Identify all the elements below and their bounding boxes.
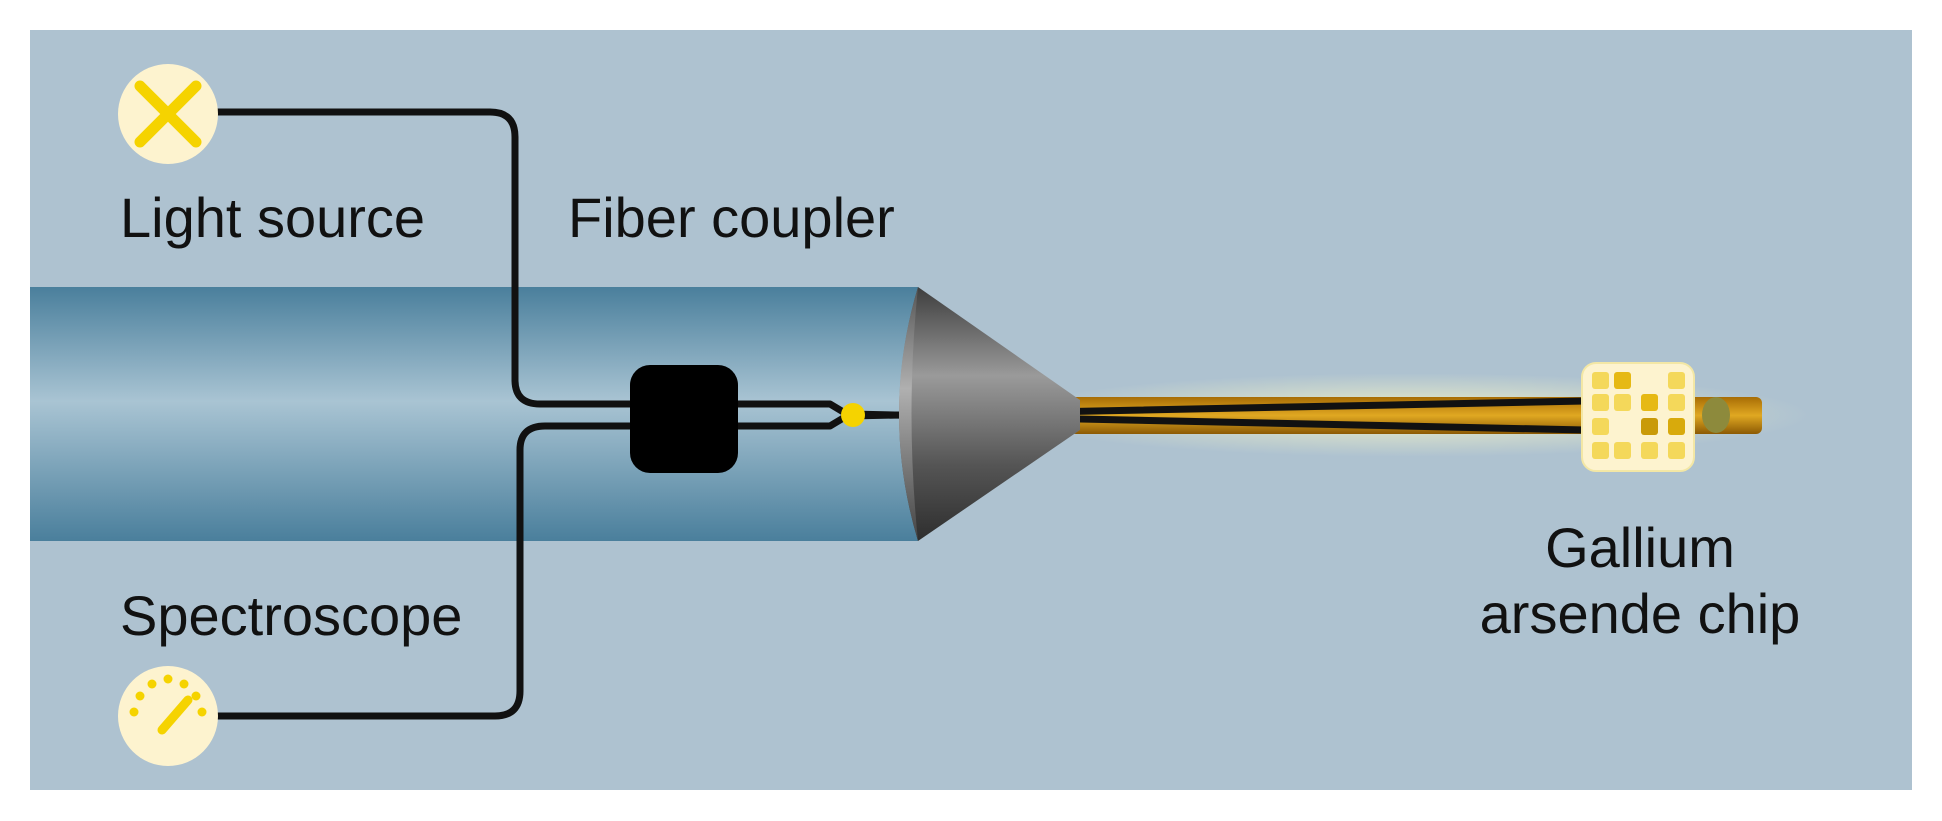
chip-label-line1: Gallium (1545, 516, 1735, 579)
spectroscope-label: Spectroscope (120, 584, 463, 647)
light-source-icon (118, 64, 218, 164)
fiber-coupler-label: Fiber coupler (568, 186, 895, 249)
fiber-coupler-block (630, 365, 738, 473)
gallium-arsenide-chip-icon (1581, 362, 1695, 472)
light-source-label: Light source (120, 186, 426, 249)
fiber-junction-dot (841, 403, 865, 427)
fiber-spectroscope (206, 410, 1589, 720)
probe-tube (30, 287, 918, 541)
spectroscope-gauge-icon (118, 666, 218, 766)
probe-cone (899, 287, 1080, 541)
probe-tip-band (1702, 397, 1730, 433)
optical-fibers (206, 108, 1589, 720)
chip-label: Gallium arsende chip (1420, 515, 1860, 647)
chip-label-line2: arsende chip (1479, 582, 1801, 645)
fiber-light-source (206, 108, 1589, 420)
probe-cone-edge (899, 287, 918, 541)
